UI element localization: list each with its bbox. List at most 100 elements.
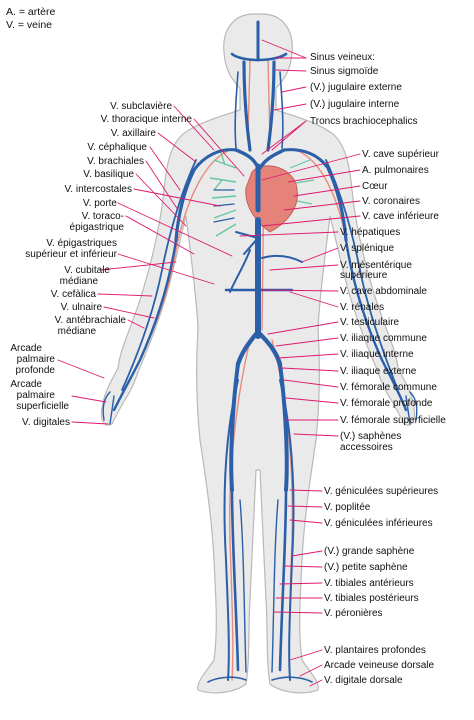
label-great-saphenous: (V.) grande saphène bbox=[324, 546, 415, 557]
leader-svc bbox=[261, 153, 361, 181]
leader-cephalic bbox=[149, 146, 181, 191]
label-ulnar-vein: V. ulnaire bbox=[60, 302, 102, 313]
leader-deep-palmar bbox=[57, 359, 105, 379]
leader-median-cubital bbox=[99, 261, 177, 271]
label-internal-iliac: V. iliaque interne bbox=[340, 349, 414, 360]
leader-deep-femoral bbox=[285, 397, 339, 404]
label-small-saphenous: (V.) petite saphène bbox=[324, 562, 408, 573]
legend: A. = artère V. = veine bbox=[6, 6, 55, 32]
label-subclavian-vein: V. subclavière bbox=[110, 101, 172, 112]
leader-ant-tibial bbox=[279, 582, 323, 585]
transverse-sinus bbox=[230, 52, 288, 62]
leader-brachial bbox=[145, 160, 179, 211]
label-superficial-palmar-3: superficielle bbox=[16, 401, 69, 412]
leader-antebrachial bbox=[127, 319, 145, 329]
tibial-left bbox=[230, 488, 240, 672]
label-deep-plantar: V. plantaires profondes bbox=[324, 645, 426, 656]
common-iliac-left bbox=[235, 331, 259, 367]
label-venous-sinuses: Sinus veineux: bbox=[310, 52, 376, 63]
leader-brachiocephalic bbox=[261, 120, 307, 155]
label-superficial-femoral: V. fémorale superficielle bbox=[340, 415, 446, 426]
leader-axillary bbox=[157, 132, 197, 163]
label-coronary-veins: V. coronaires bbox=[362, 196, 420, 207]
portal-vein bbox=[229, 249, 251, 293]
axillary-left bbox=[174, 168, 196, 242]
subclavian-right bbox=[282, 148, 330, 170]
femoral-left bbox=[229, 362, 240, 492]
tibial-left-2 bbox=[239, 499, 247, 673]
leader-ulnar bbox=[103, 306, 155, 319]
label-sigmoid-sinus: Sinus sigmoïde bbox=[310, 66, 379, 77]
basilic-right bbox=[344, 238, 408, 412]
legend-vein: V. = veine bbox=[6, 19, 53, 31]
leader-ivc bbox=[261, 215, 361, 227]
leader-dorsal-digital bbox=[309, 679, 323, 687]
label-median-antebrachial-2: médiane bbox=[57, 326, 96, 337]
leader-popliteal bbox=[287, 505, 323, 508]
femoral-right bbox=[278, 362, 289, 492]
internal-jugular-right bbox=[266, 60, 276, 152]
great-saphenous-left bbox=[223, 379, 239, 681]
label-intercostal-veins: V. intercostales bbox=[64, 184, 132, 195]
leader-int-jugular bbox=[273, 103, 307, 111]
leader-abd-vc bbox=[261, 289, 339, 292]
label-internal-jugular: (V.) jugulaire interne bbox=[310, 99, 400, 110]
leader-small-saph bbox=[283, 565, 323, 568]
label-accessory-saphenous-2: accessoires bbox=[340, 442, 393, 453]
label-superficial-palmar-2: palmaire bbox=[16, 390, 55, 401]
leader-great-saph bbox=[291, 550, 323, 557]
leader-peroneal bbox=[273, 611, 323, 614]
label-superior-genicular: V. géniculées supérieures bbox=[324, 486, 439, 497]
leader-superficial-palmar bbox=[71, 395, 107, 403]
label-posterior-tibial: V. tibiales postérieurs bbox=[324, 593, 419, 604]
label-external-iliac: V. iliaque externe bbox=[340, 366, 417, 377]
cephalic-left bbox=[121, 159, 197, 391]
label-deep-palmar-1: Arcade bbox=[10, 343, 42, 354]
tibial-right bbox=[278, 488, 288, 672]
label-digital-veins: V. digitales bbox=[22, 417, 70, 428]
leader-accessory-saph bbox=[293, 433, 339, 437]
leader-external-iliac bbox=[281, 367, 339, 372]
splenic-vein bbox=[261, 254, 303, 263]
leader-epigastric bbox=[117, 253, 215, 285]
label-popliteal-vein: V. poplitée bbox=[324, 502, 371, 513]
label-basilic-vein: V. basilique bbox=[83, 169, 134, 180]
dorsal-arch-left bbox=[207, 676, 247, 683]
leader-testicular bbox=[267, 321, 339, 335]
dorsal-arch-right bbox=[271, 676, 313, 683]
label-portal-vein: V. porte bbox=[82, 198, 117, 209]
label-superior-mesenteric-1: V. mésentérique bbox=[340, 260, 412, 271]
external-jugular-left bbox=[234, 71, 239, 149]
leader-pulm bbox=[287, 169, 361, 183]
leader-inf-genicular bbox=[289, 519, 323, 524]
leg-artery-left bbox=[229, 339, 251, 681]
label-thoracoepigastric-1: V. toraco- bbox=[81, 211, 124, 222]
label-inferior-genicular: V. géniculées inférieures bbox=[324, 518, 433, 529]
label-common-iliac: V. iliaque commune bbox=[340, 333, 427, 344]
internal-jugular-left bbox=[242, 60, 252, 152]
label-cephalic-vein: V. céphalique bbox=[87, 142, 147, 153]
leader-heart bbox=[293, 185, 361, 197]
label-splenic-vein: V. splénique bbox=[340, 243, 395, 254]
label-renal-veins: V. rénales bbox=[340, 302, 385, 313]
label-cefalica: V. cefàlica bbox=[50, 289, 96, 300]
label-peroneal-veins: V. péronières bbox=[324, 608, 383, 619]
label-hepatic-veins: V. hépatiques bbox=[340, 227, 401, 238]
label-accessory-saphenous-1: (V.) saphènes bbox=[340, 431, 402, 442]
cephalic-right bbox=[325, 159, 399, 391]
leader-portal bbox=[117, 202, 233, 257]
leader-basilic bbox=[135, 173, 187, 227]
leader-common-femoral bbox=[283, 379, 339, 388]
brachiocephalic-right bbox=[258, 148, 286, 170]
label-median-cubital-2: médiane bbox=[59, 276, 98, 287]
leader-renal bbox=[289, 291, 339, 308]
label-axillary-vein: V. axillaire bbox=[110, 128, 156, 139]
leader-digital bbox=[71, 421, 109, 425]
label-median-antebrachial-1: V. antébrachiale bbox=[54, 315, 126, 326]
legend-artery: A. = artère bbox=[6, 6, 56, 18]
label-epigastric-2: supérieur et inférieur bbox=[25, 249, 117, 260]
leader-lines-layer bbox=[57, 39, 361, 687]
leader-plantar bbox=[289, 649, 323, 661]
leader-cefalica bbox=[97, 293, 153, 297]
